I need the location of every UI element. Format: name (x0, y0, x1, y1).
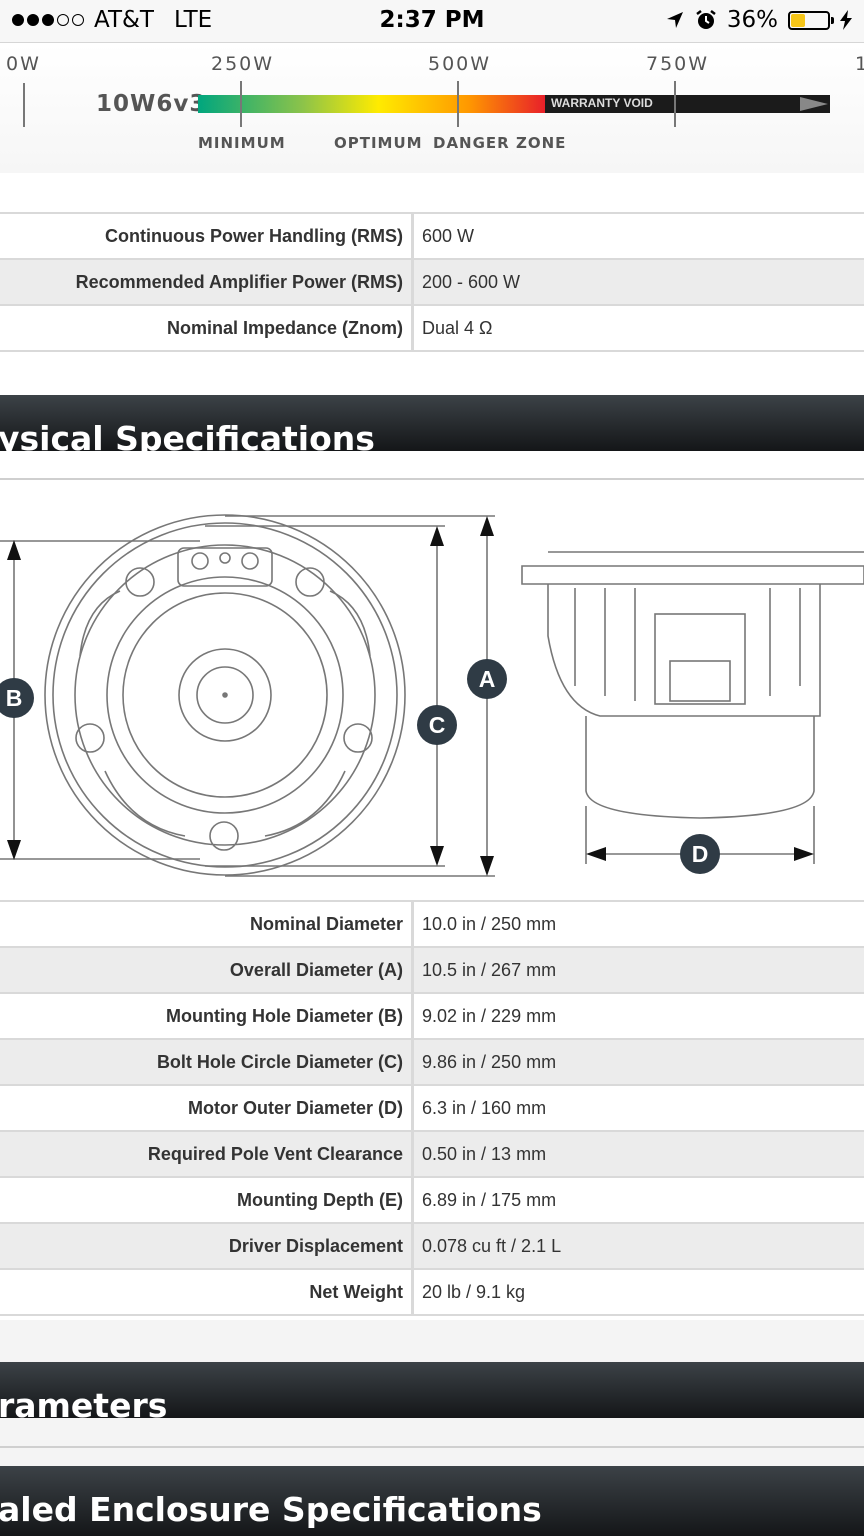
spec-label: Mounting Depth (E) (0, 1178, 414, 1222)
arrow-right-icon (800, 97, 828, 111)
spec-value: 9.02 in / 229 mm (422, 1006, 557, 1026)
alarm-icon (696, 10, 716, 29)
spec-label: Nominal Impedance (Znom) (0, 306, 414, 350)
speaker-outer-ring (44, 514, 406, 876)
badge-label-b: B (6, 685, 23, 711)
power-gradient-bar: WARRANTY VOID (198, 95, 830, 113)
spec-label: Recommended Amplifier Power (RMS) (0, 260, 414, 304)
tick-label-500w: 500W (428, 53, 492, 75)
power-spec-table: Continuous Power Handling (RMS) 600 W Re… (0, 212, 864, 352)
tick-line (674, 81, 676, 127)
zone-optimum: OPTIMUM (334, 134, 423, 152)
tick-line (23, 83, 25, 127)
spec-label: Bolt Hole Circle Diameter (C) (0, 1040, 414, 1084)
power-gradient (198, 95, 545, 113)
status-right: 36% (665, 7, 852, 33)
charging-bolt-icon (840, 10, 852, 30)
spec-value: 6.3 in / 160 mm (422, 1098, 547, 1118)
spec-value: 6.89 in / 175 mm (422, 1190, 557, 1210)
dimension-badge-c: C (417, 705, 457, 745)
section-spacer (0, 1418, 864, 1466)
tick-label-1000w: 1 (855, 53, 864, 75)
zone-minimum: MINIMUM (198, 134, 286, 152)
spec-value: 9.86 in / 250 mm (422, 1052, 557, 1072)
section-header-parameters[interactable]: rameters (0, 1362, 864, 1418)
carrier-name: AT&T (94, 7, 154, 33)
tick-label-250w: 250W (211, 53, 275, 75)
table-row: Recommended Amplifier Power (RMS) 200 - … (0, 260, 864, 306)
badge-label-c: C (429, 712, 446, 738)
model-name: 10W6v3 (96, 91, 207, 117)
spec-value: 10.5 in / 267 mm (422, 960, 557, 980)
table-row: Overall Diameter (A) 10.5 in / 267 mm (0, 948, 864, 994)
section-header-physical[interactable]: ysical Specifications (0, 395, 864, 451)
spec-label: Net Weight (0, 1270, 414, 1314)
badge-label-a: A (479, 666, 496, 692)
status-time: 2:37 PM (379, 7, 485, 33)
dimension-badge-b: B (0, 678, 34, 718)
table-row: Net Weight 20 lb / 9.1 kg (0, 1270, 864, 1316)
tick-label-750w: 750W (646, 53, 710, 75)
spec-value: 10.0 in / 250 mm (422, 914, 557, 934)
spec-value: Dual 4 Ω (422, 318, 493, 338)
status-left: AT&T LTE (12, 7, 212, 33)
table-row: Continuous Power Handling (RMS) 600 W (0, 214, 864, 260)
section-title: rameters (0, 1386, 168, 1418)
tick-line (240, 81, 242, 127)
network-type: LTE (173, 7, 213, 33)
section-title: aled Enclosure Specifications (0, 1490, 542, 1529)
table-row: Nominal Diameter 10.0 in / 250 mm (0, 902, 864, 948)
spec-value: 600 W (422, 226, 475, 246)
warranty-void-band: WARRANTY VOID (545, 95, 830, 113)
status-bar: AT&T LTE 2:37 PM 36% (0, 0, 864, 43)
table-row: Required Pole Vent Clearance 0.50 in / 1… (0, 1132, 864, 1178)
spec-label: Mounting Hole Diameter (B) (0, 994, 414, 1038)
spec-label: Continuous Power Handling (RMS) (0, 214, 414, 258)
section-header-sealed-enclosure[interactable]: aled Enclosure Specifications (0, 1466, 864, 1536)
spec-label: Driver Displacement (0, 1224, 414, 1268)
divider (0, 478, 864, 480)
tick-label-0w: 0W (6, 53, 41, 75)
table-row: Driver Displacement 0.078 cu ft / 2.1 L (0, 1224, 864, 1270)
dust-cap (178, 648, 272, 742)
dimension-badge-d: D (680, 834, 720, 874)
spec-value: 0.078 cu ft / 2.1 L (422, 1236, 562, 1256)
table-row: Mounting Depth (E) 6.89 in / 175 mm (0, 1178, 864, 1224)
table-row: Bolt Hole Circle Diameter (C) 9.86 in / … (0, 1040, 864, 1086)
divider (0, 1446, 864, 1448)
spec-value: 0.50 in / 13 mm (422, 1144, 547, 1164)
dimension-badge-a: A (467, 659, 507, 699)
table-row: Mounting Hole Diameter (B) 9.02 in / 229… (0, 994, 864, 1040)
table-row: Motor Outer Diameter (D) 6.3 in / 160 mm (0, 1086, 864, 1132)
location-arrow-icon (666, 12, 683, 28)
section-spacer (0, 1320, 864, 1362)
table-row: Nominal Impedance (Znom) Dual 4 Ω (0, 306, 864, 352)
spec-value: 20 lb / 9.1 kg (422, 1282, 526, 1302)
power-scale: 0W 250W 500W 750W 1 10W6v3 WARRANTY VOID… (0, 43, 864, 173)
zone-danger: DANGER ZONE (433, 134, 567, 152)
spec-label: Required Pole Vent Clearance (0, 1132, 414, 1176)
section-title: ysical Specifications (0, 419, 375, 451)
badge-label-d: D (692, 841, 709, 867)
tick-line (457, 81, 459, 127)
spec-value: 200 - 600 W (422, 272, 521, 292)
spec-label: Overall Diameter (A) (0, 948, 414, 992)
warranty-void-label: WARRANTY VOID (551, 96, 653, 110)
physical-spec-table: Nominal Diameter 10.0 in / 250 mm Overal… (0, 900, 864, 1316)
spec-label: Nominal Diameter (0, 902, 414, 946)
battery-percent: 36% (726, 7, 778, 33)
spec-label: Motor Outer Diameter (D) (0, 1086, 414, 1130)
battery-icon (788, 10, 834, 30)
speaker-dimension-diagram: B C A D (0, 514, 864, 877)
signal-strength-icon (12, 14, 84, 26)
